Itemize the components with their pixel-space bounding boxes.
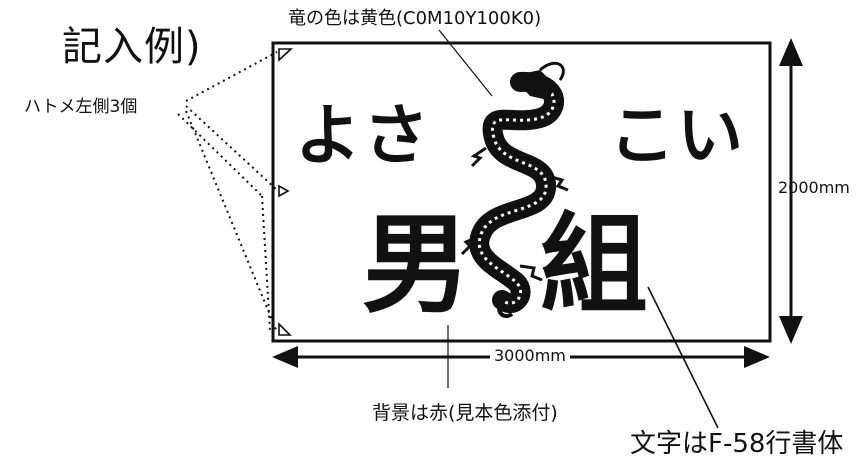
width-label: 3000mm <box>490 346 570 365</box>
grommet-marks <box>278 48 294 336</box>
background-note: 背景は赤(見本色添付) <box>372 402 558 424</box>
banner-line-1: よさ こい <box>295 82 745 178</box>
grommet-top <box>278 48 294 62</box>
banner-text-koi: こい <box>609 96 745 174</box>
banner-text-otoko: 男 <box>362 202 471 328</box>
font-note: 文字はF-58行書体 <box>630 429 844 459</box>
grommet-leaders <box>177 51 278 333</box>
grommet-middle <box>278 184 290 198</box>
dragon-illustration <box>460 61 569 319</box>
banner-text-yosa: よさ <box>295 96 431 174</box>
height-label: 2000mm <box>778 178 850 197</box>
font-leader <box>647 286 719 429</box>
dragon-leader <box>438 29 493 97</box>
page-title: 記入例) <box>62 24 202 70</box>
grommet-note: ハトメ左側3個 <box>24 97 138 117</box>
height-dimension <box>779 38 803 344</box>
banner-text-gumi: 組 <box>540 202 649 328</box>
dragon-color-note: 竜の色は黄色(C0M10Y100K0) <box>288 8 542 29</box>
grommet-bottom <box>278 322 292 336</box>
